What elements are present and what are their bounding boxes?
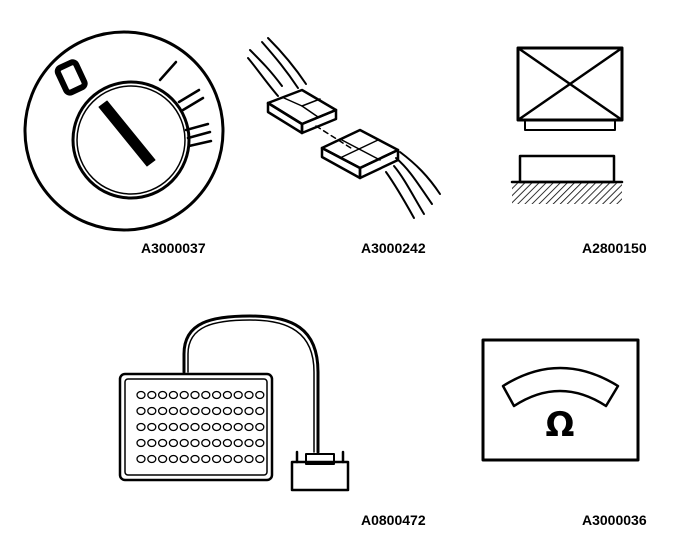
socket-hole bbox=[255, 438, 265, 448]
socket-hole bbox=[157, 406, 168, 416]
socket-hole bbox=[136, 422, 146, 432]
socket-hole bbox=[222, 454, 233, 464]
position-2-mark bbox=[177, 88, 205, 112]
connector-icon bbox=[247, 37, 441, 219]
socket-hole bbox=[244, 390, 254, 400]
ohmmeter-icon: Ω bbox=[481, 338, 640, 462]
socket-hole bbox=[211, 390, 222, 400]
socket-hole bbox=[211, 454, 222, 464]
socket-hole bbox=[179, 406, 189, 416]
breakout-box-icon bbox=[118, 314, 350, 492]
socket-hole bbox=[179, 390, 189, 400]
component-removed-icon bbox=[510, 46, 624, 204]
socket-hole bbox=[233, 406, 243, 416]
socket-hole bbox=[233, 438, 243, 448]
socket-grid bbox=[136, 390, 265, 464]
socket-hole bbox=[168, 406, 179, 416]
socket-hole bbox=[136, 406, 146, 416]
socket-hole bbox=[136, 390, 146, 400]
socket-hole bbox=[201, 406, 211, 416]
figure-code-ignition: A3000037 bbox=[141, 240, 206, 256]
socket-hole bbox=[244, 422, 254, 432]
socket-hole bbox=[147, 454, 157, 464]
socket-hole bbox=[168, 454, 179, 464]
socket-hole bbox=[179, 454, 189, 464]
socket-hole bbox=[179, 438, 189, 448]
socket-hole bbox=[222, 390, 233, 400]
socket-hole bbox=[157, 390, 168, 400]
plug-icon bbox=[290, 450, 350, 492]
socket-hole bbox=[201, 438, 211, 448]
socket-hole bbox=[157, 422, 168, 432]
socket-hole bbox=[255, 406, 265, 416]
position-1-mark bbox=[158, 60, 178, 82]
socket-hole bbox=[147, 422, 157, 432]
figure-code-breakout-box: A0800472 bbox=[361, 512, 426, 528]
socket-hole bbox=[190, 422, 200, 432]
socket-hole bbox=[211, 438, 222, 448]
ignition-switch-icon bbox=[23, 30, 225, 232]
socket-hole bbox=[233, 454, 243, 464]
socket-hole bbox=[222, 438, 233, 448]
socket-hole bbox=[179, 422, 189, 432]
socket-hole bbox=[147, 438, 157, 448]
socket-hole bbox=[233, 390, 243, 400]
socket-hole bbox=[244, 438, 254, 448]
socket-hole bbox=[157, 454, 168, 464]
position-0-mark bbox=[54, 59, 88, 96]
socket-hole bbox=[222, 406, 233, 416]
socket-hole bbox=[211, 406, 222, 416]
figure-code-connector: A3000242 bbox=[361, 240, 426, 256]
socket-hole bbox=[255, 454, 265, 464]
socket-hole bbox=[190, 454, 200, 464]
socket-hole bbox=[168, 422, 179, 432]
socket-hole bbox=[157, 438, 168, 448]
socket-hole bbox=[233, 422, 243, 432]
socket-hole bbox=[211, 422, 222, 432]
socket-hole bbox=[168, 390, 179, 400]
figure-code-component: A2800150 bbox=[582, 240, 647, 256]
socket-hole bbox=[190, 390, 200, 400]
socket-hole bbox=[244, 454, 254, 464]
socket-hole bbox=[136, 438, 146, 448]
socket-hole bbox=[222, 422, 233, 432]
socket-hole bbox=[255, 422, 265, 432]
socket-hole bbox=[255, 390, 265, 400]
socket-hole bbox=[201, 390, 211, 400]
socket-hole bbox=[190, 438, 200, 448]
ohm-symbol: Ω bbox=[546, 405, 575, 445]
position-3-mark bbox=[184, 122, 213, 148]
socket-hole bbox=[190, 406, 200, 416]
socket-hole bbox=[147, 406, 157, 416]
socket-hole bbox=[136, 454, 146, 464]
socket-hole bbox=[201, 454, 211, 464]
socket-hole bbox=[201, 422, 211, 432]
socket-hole bbox=[168, 438, 179, 448]
socket-hole bbox=[147, 390, 157, 400]
socket-hole bbox=[244, 406, 254, 416]
figure-code-ohmmeter: A3000036 bbox=[582, 512, 647, 528]
